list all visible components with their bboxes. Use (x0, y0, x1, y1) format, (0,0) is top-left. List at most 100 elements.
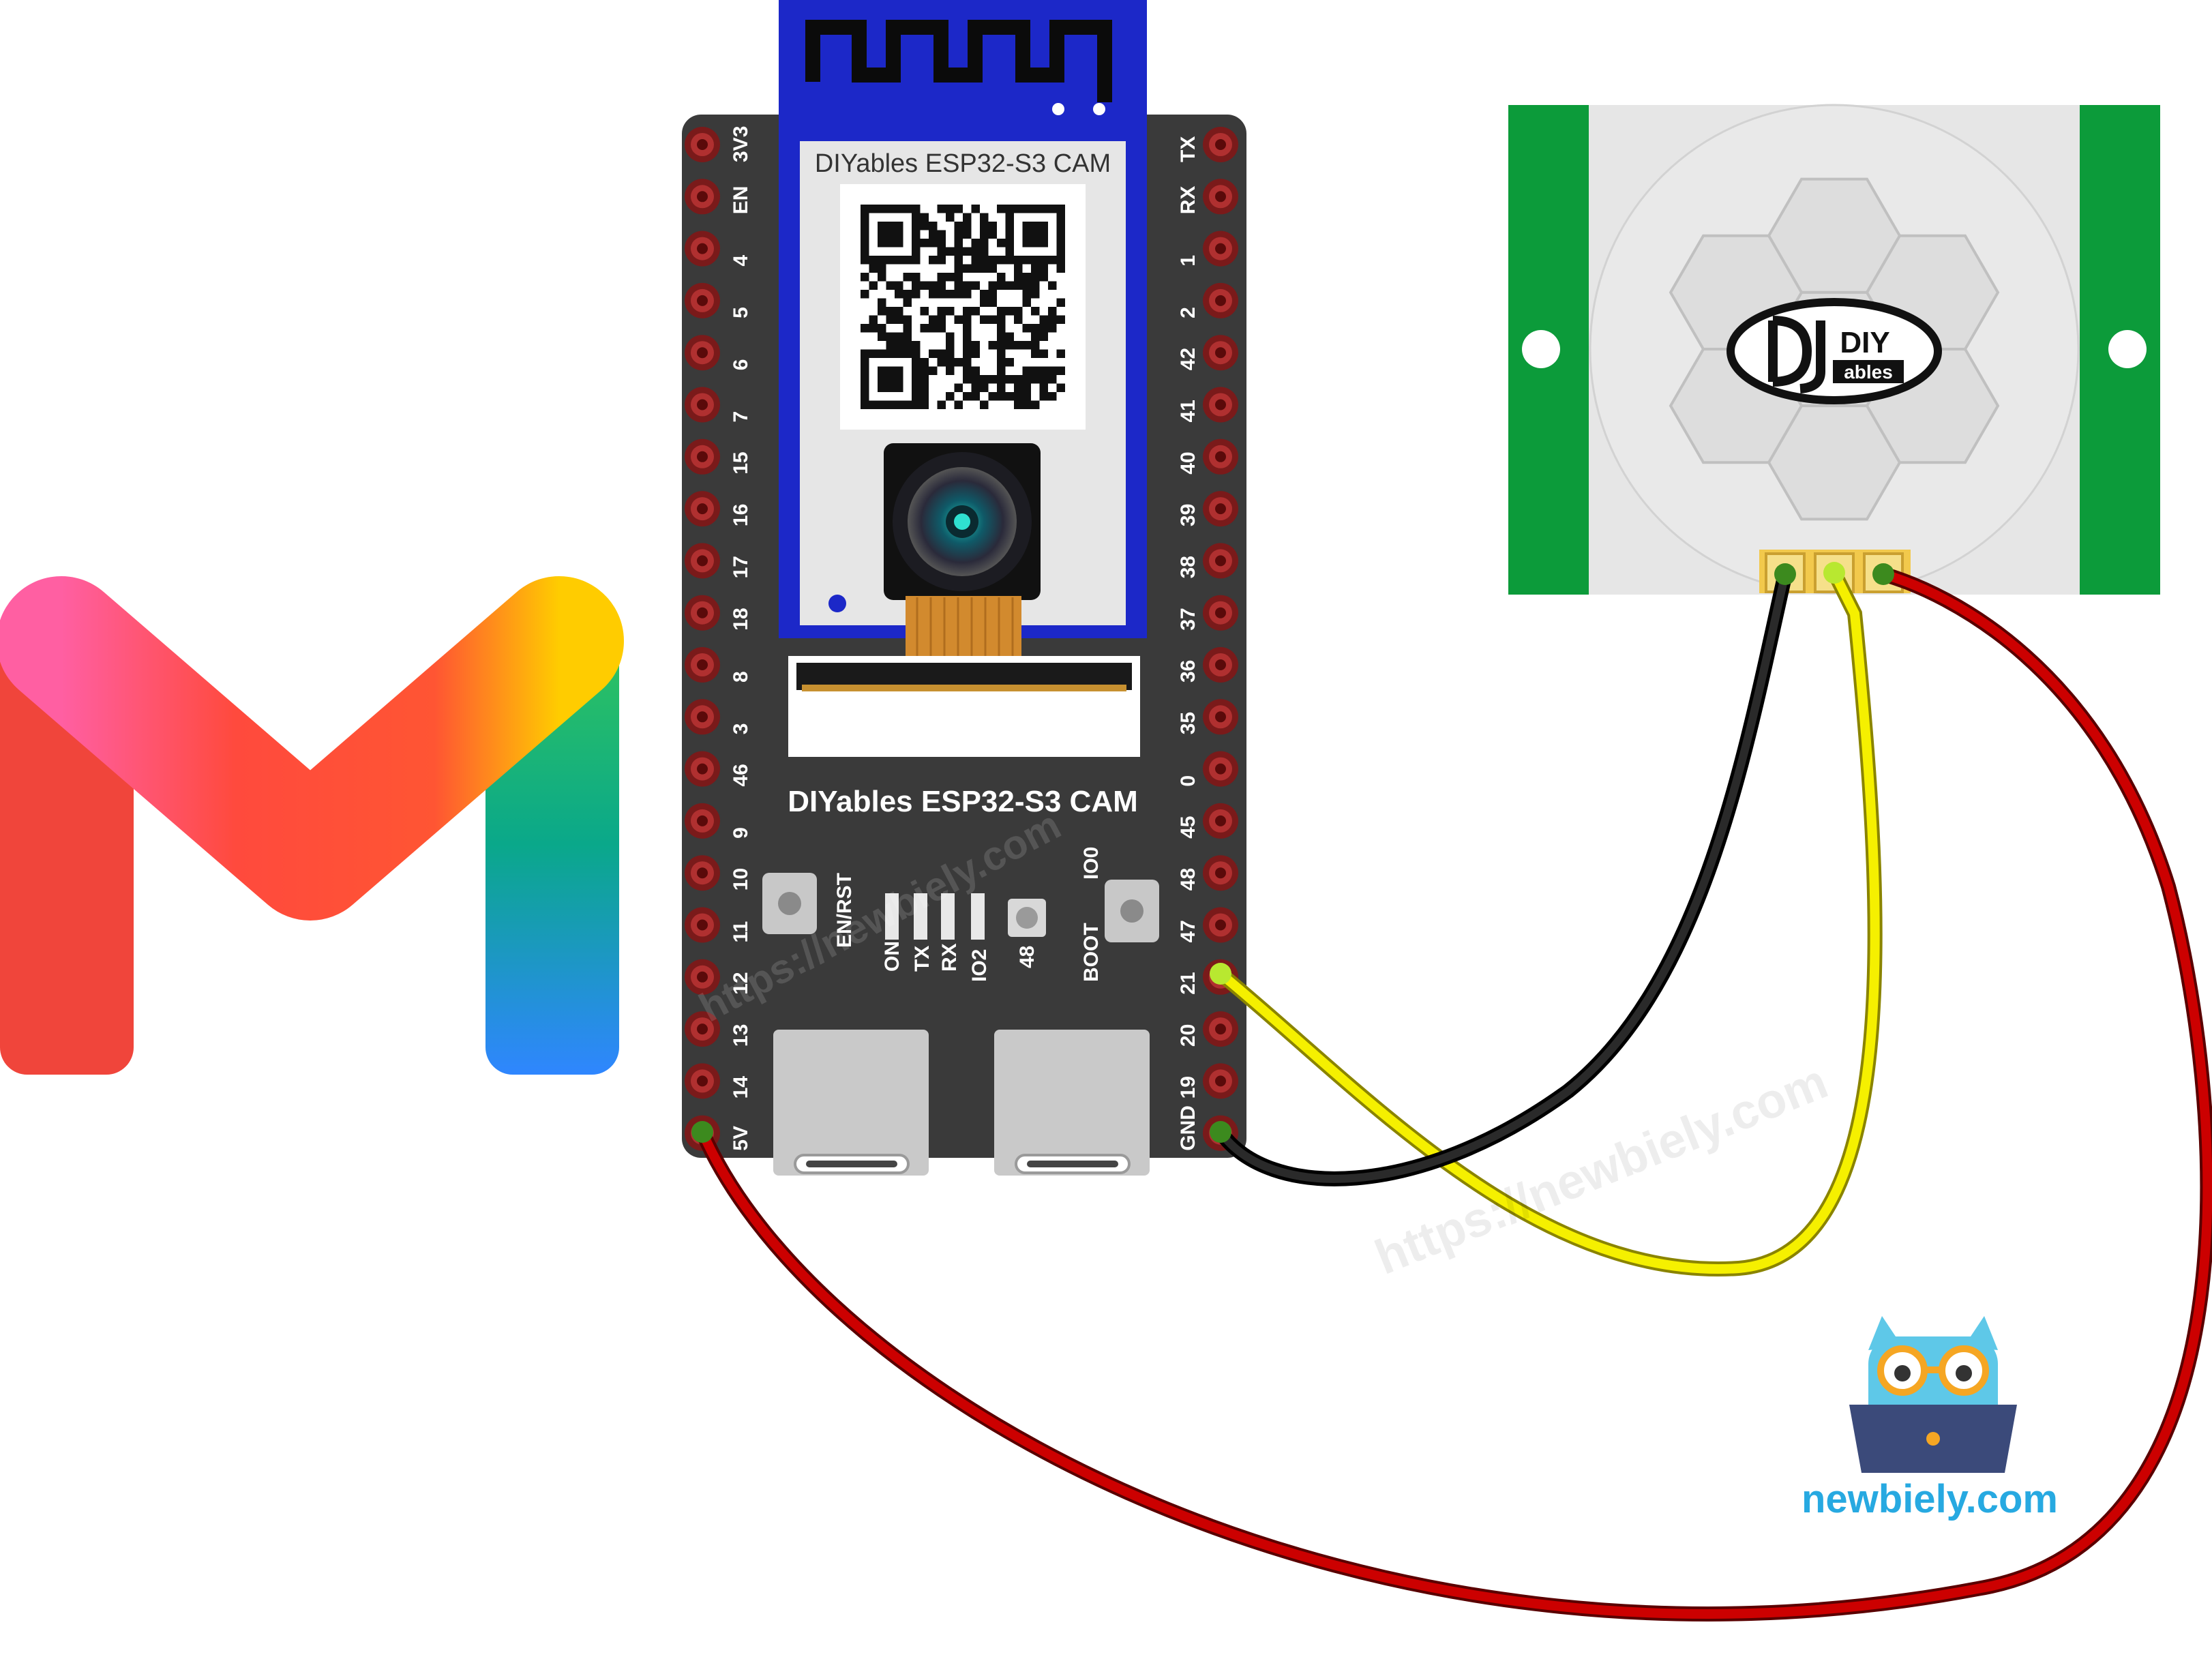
led-label-48: 48 (1016, 946, 1038, 968)
pin-label: 15 (730, 451, 752, 474)
pin-label: 9 (730, 827, 752, 839)
pin-left-16: 16 (685, 491, 752, 527)
pin-label: 39 (1177, 504, 1199, 526)
pin-right-19: 19 (1177, 1063, 1238, 1099)
pin-label: 40 (1177, 451, 1199, 474)
pin-label: 47 (1177, 920, 1199, 942)
logo-text-ables: ables (1844, 361, 1893, 383)
qr-pattern (861, 205, 1065, 409)
pin-left-46: 46 (685, 751, 752, 787)
pin-right-36: 36 (1177, 647, 1238, 683)
board-silk-title: DIYables ESP32-S3 CAM (788, 785, 1138, 818)
pin-left-14: 14 (685, 1063, 752, 1099)
pin-label: 7 (730, 411, 752, 423)
led-rx (941, 893, 955, 940)
pin-left-10: 10 (685, 855, 752, 891)
pin-label: 20 (1177, 1024, 1199, 1047)
pin-label: 45 (1177, 816, 1199, 839)
pin-label: 16 (730, 504, 752, 526)
pin-label: 36 (1177, 660, 1199, 683)
pin-label: 1 (1177, 255, 1199, 267)
pin-label: 19 (1177, 1076, 1199, 1098)
pin-right-47: 47 (1177, 907, 1238, 943)
pin-label: 4 (730, 255, 752, 267)
pin-left-3: 3 (685, 699, 752, 735)
usb-c-port-left (773, 1030, 929, 1176)
wire-black (1213, 567, 1793, 1186)
newbiely-site-label: newbiely.com (1802, 1477, 2058, 1521)
led-io2 (971, 893, 985, 940)
pin-label: 41 (1177, 400, 1199, 422)
pin-right-1: 1 (1177, 230, 1238, 267)
pin-label: 8 (730, 671, 752, 683)
pin-right-2: 2 (1177, 282, 1238, 318)
pin-right-40: 40 (1177, 438, 1238, 475)
pin-label: 3V3 (730, 126, 752, 162)
pin-right-48: 48 (1177, 855, 1238, 891)
pin-left-9: 9 (685, 803, 752, 839)
pin-left-13: 13 (685, 1011, 752, 1047)
pin-left-3v3: 3V3 (685, 126, 752, 162)
pin-left-4: 4 (685, 230, 752, 267)
pin-label: 37 (1177, 608, 1199, 630)
logo-text-diy: DIY (1840, 326, 1889, 359)
newbiely-owl-icon (1849, 1316, 2017, 1473)
pin-label: 18 (730, 608, 752, 630)
pin-left-15: 15 (685, 438, 752, 475)
pin-label: 2 (1177, 307, 1199, 318)
pin-right-rx: RX (1177, 179, 1238, 215)
wire-red (695, 567, 2212, 1621)
io0-label: IO0 (1080, 847, 1103, 880)
pin-label: 35 (1177, 712, 1199, 734)
pin-right-tx: TX (1177, 127, 1238, 162)
led-tx (914, 893, 927, 940)
pin-label: 6 (730, 359, 752, 371)
pin-label: GND (1177, 1105, 1199, 1151)
pin-label: 5V (730, 1126, 752, 1151)
wires (691, 562, 2212, 1621)
antenna-trace-icon (805, 20, 1112, 102)
diyables-logo (1727, 298, 1942, 404)
esp32-s3-cam-board: DIYables ESP32-S3 CAM DIYables ESP32-S3 … (682, 0, 1246, 1176)
pin-headers: 3V3EN4567151617188346910111213145VTXRX12… (685, 126, 1238, 1151)
pin-left-12: 12 (685, 959, 752, 995)
pin-right-45: 45 (1177, 803, 1238, 839)
pin-right-20: 20 (1177, 1011, 1238, 1047)
pin-left-11: 11 (685, 907, 752, 943)
pin-right-42: 42 (1177, 335, 1238, 371)
pin-left-5: 5 (685, 282, 752, 318)
pin-label: 13 (730, 1024, 752, 1047)
led-label-tx: TX (911, 946, 933, 972)
pin-right-0: 0 (1177, 751, 1238, 787)
pin-right-39: 39 (1177, 491, 1238, 527)
pin-label: RX (1177, 186, 1199, 215)
pin-right-38: 38 (1177, 543, 1238, 579)
pin-label: 5 (730, 307, 752, 318)
pin-label: 17 (730, 556, 752, 578)
pin-left-8: 8 (685, 647, 752, 683)
pin-right-35: 35 (1177, 699, 1238, 735)
pin-label: 14 (730, 1076, 752, 1099)
pin-label: 11 (730, 921, 752, 943)
gmail-icon (0, 576, 624, 1075)
pin-label: 42 (1177, 348, 1199, 370)
led-label-io2: IO2 (968, 949, 991, 982)
pin-left-7: 7 (685, 387, 752, 423)
led-on (885, 893, 899, 940)
pir-motion-sensor: DIY ables (1508, 104, 2160, 595)
pin-label: 12 (730, 972, 752, 994)
boot-button-label: BOOT (1080, 923, 1103, 982)
wire-yellow (1213, 565, 1883, 1277)
pin-left-18: 18 (685, 595, 752, 631)
reset-button-label: EN/RST (833, 873, 856, 948)
pin-label: 46 (730, 764, 752, 786)
pin-label: TX (1177, 136, 1199, 162)
led-label-on: ON (881, 941, 903, 972)
pir-pin-gnd (1765, 552, 1806, 593)
pin-label: 10 (730, 868, 752, 891)
module-title: DIYables ESP32-S3 CAM (815, 149, 1111, 178)
pin-label: 0 (1177, 775, 1199, 787)
pin-left-en: EN (685, 179, 752, 215)
